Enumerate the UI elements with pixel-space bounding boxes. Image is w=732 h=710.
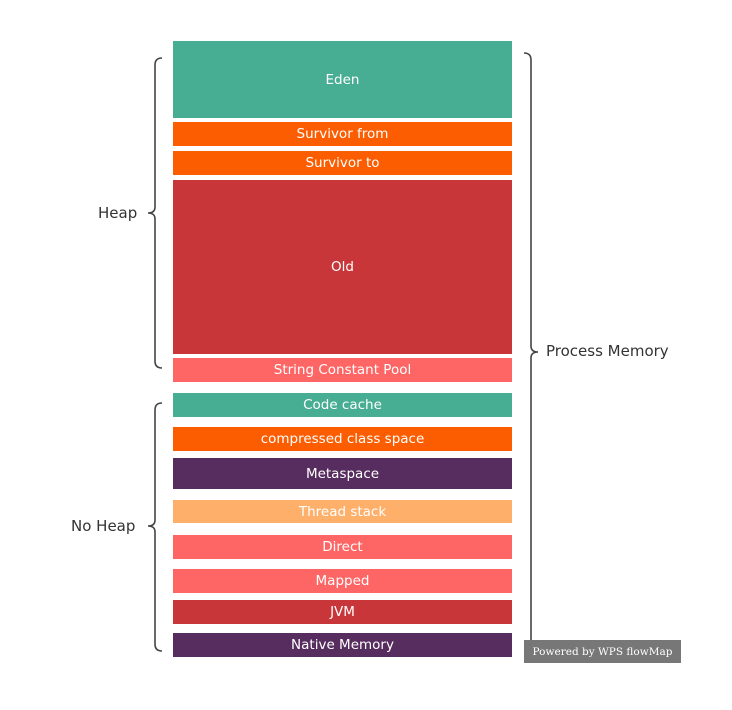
region-label: Code cache: [303, 397, 382, 413]
process-memory-brace: [523, 52, 539, 652]
no-heap-label: No Heap: [71, 517, 136, 535]
region-old: Old: [173, 180, 512, 354]
region-code-cache: Code cache: [173, 393, 512, 417]
region-label: Direct: [322, 539, 363, 555]
region-thread-stack: Thread stack: [173, 500, 512, 523]
process-memory-label: Process Memory: [546, 342, 669, 360]
region-string-constant-pool: String Constant Pool: [173, 358, 512, 382]
heap-brace: [147, 57, 163, 369]
region-label: String Constant Pool: [273, 362, 412, 378]
region-mapped: Mapped: [173, 569, 512, 593]
region-label: Mapped: [315, 573, 370, 589]
region-compressed-class-space: compressed class space: [173, 427, 512, 451]
region-native-memory: Native Memory: [173, 633, 512, 657]
region-jvm: JVM: [173, 600, 512, 624]
region-label: Thread stack: [298, 503, 387, 520]
region-label: Metaspace: [305, 465, 380, 482]
region-label: Old: [331, 259, 354, 275]
region-survivor-to: Survivor to: [173, 151, 512, 175]
region-eden: Eden: [173, 41, 512, 118]
region-label: Native Memory: [291, 637, 394, 653]
region-label: Survivor from: [296, 126, 389, 142]
region-direct: Direct: [173, 535, 512, 559]
region-metaspace: Metaspace: [173, 458, 512, 489]
no-heap-brace: [147, 402, 163, 652]
region-label: JVM: [330, 604, 355, 620]
heap-label: Heap: [98, 204, 138, 222]
region-label: Eden: [325, 71, 360, 88]
watermark: Powered by WPS flowMap: [524, 640, 681, 663]
region-survivor-from: Survivor from: [173, 122, 512, 146]
region-label: compressed class space: [260, 431, 425, 447]
region-label: Survivor to: [305, 155, 380, 171]
